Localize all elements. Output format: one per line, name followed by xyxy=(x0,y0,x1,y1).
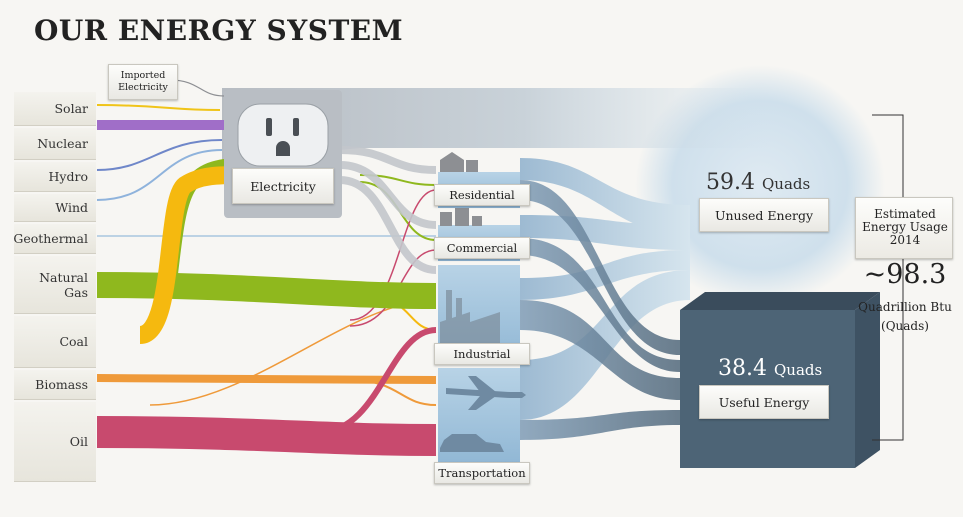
useful-energy-number: 38.4 xyxy=(718,356,767,381)
unused-energy-label: Unused Energy xyxy=(699,198,829,232)
unused-energy-unit: Quads xyxy=(761,175,811,193)
electricity-band xyxy=(222,88,770,160)
source-label-nuclear: Nuclear xyxy=(14,128,96,160)
imported-electricity-label: Imported Electricity xyxy=(108,64,178,100)
source-flows xyxy=(96,119,437,456)
total-heading: Estimated Energy Usage 2014 xyxy=(862,207,948,247)
total-unit: Quadrillion Btu (Quads) xyxy=(858,300,952,333)
sector-label-industrial: Industrial xyxy=(434,343,530,365)
source-label-oil: Oil xyxy=(14,402,96,482)
unused-energy-number: 59.4 xyxy=(706,170,755,195)
sector-label-transportation: Transportation xyxy=(434,462,530,484)
source-label-coal: Coal xyxy=(14,316,96,368)
source-label-geothermal: Geothermal xyxy=(13,224,96,254)
useful-energy-label: Useful Energy xyxy=(699,385,829,419)
airplane-icon xyxy=(446,376,526,410)
electricity-label: Electricity xyxy=(232,168,334,204)
total-value: ~98.3 xyxy=(863,259,947,290)
sector-label-residential: Residential xyxy=(434,184,530,206)
unused-energy-value: 59.4 Quads xyxy=(706,170,810,195)
factory-icon xyxy=(440,290,500,345)
total-heading-box xyxy=(855,197,953,259)
sector-label-commercial: Commercial xyxy=(434,237,530,259)
sector-output-flows xyxy=(520,158,690,440)
house-icon xyxy=(440,152,478,172)
source-label-wind: Wind xyxy=(14,194,96,222)
useful-energy-unit: Quads xyxy=(773,361,823,379)
source-label-solar: Solar xyxy=(14,92,96,126)
source-label-natural-gas: Natural Gas xyxy=(14,256,96,314)
page-title: OUR ENERGY SYSTEM xyxy=(34,14,404,47)
car-icon xyxy=(440,434,504,452)
useful-energy-value: 38.4 Quads xyxy=(718,356,822,381)
total-bracket xyxy=(872,114,904,441)
electricity-to-sectors xyxy=(339,146,437,274)
source-label-biomass: Biomass xyxy=(14,370,96,400)
office-building-icon xyxy=(440,208,482,226)
source-label-hydro: Hydro xyxy=(14,162,96,192)
